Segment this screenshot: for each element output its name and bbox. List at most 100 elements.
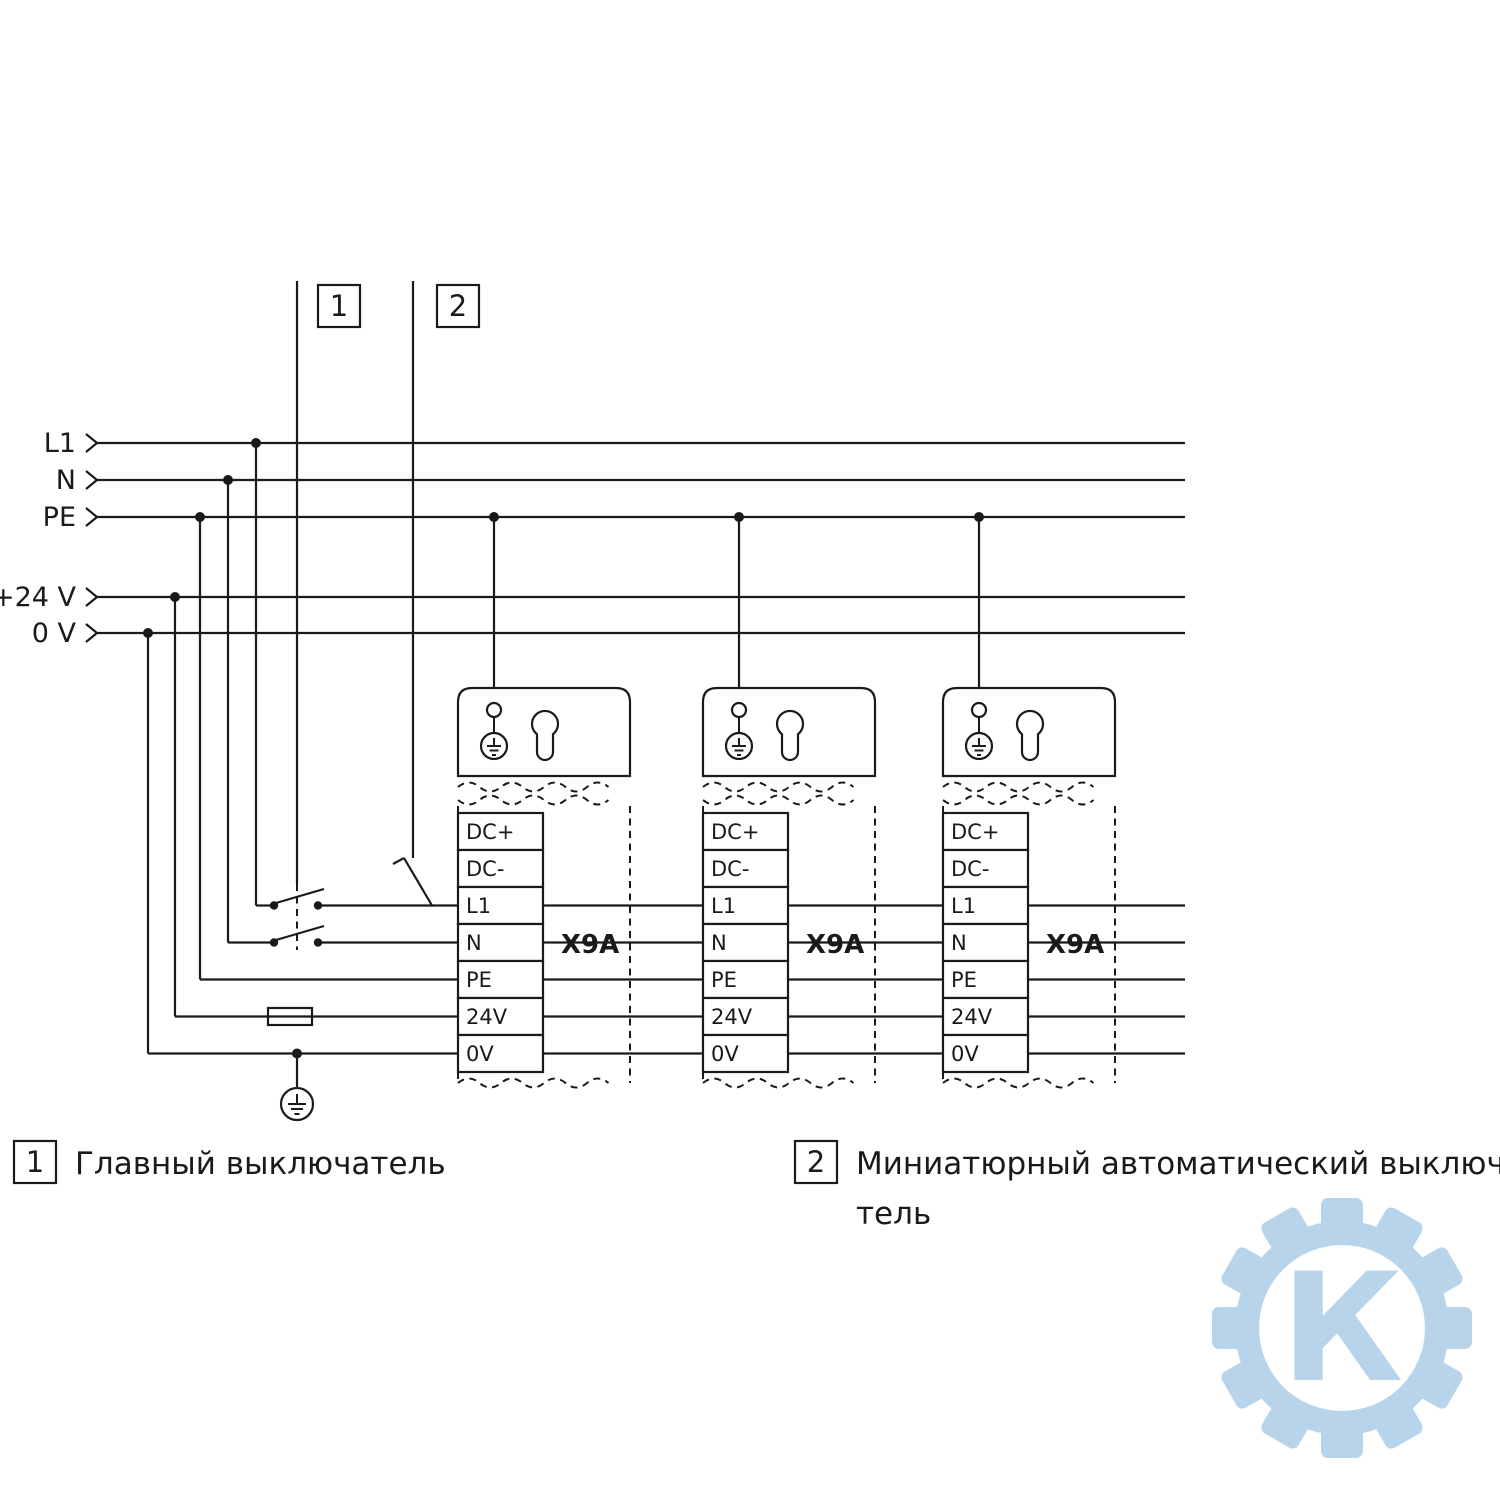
keyhole-mount (775, 709, 805, 762)
watermark-letter: К (1281, 1242, 1404, 1416)
terminal-cell (941, 959, 1030, 1000)
bus-label-0v: 0 V (32, 618, 77, 649)
terminal-cell (941, 885, 1030, 926)
power-supply-unit-1: DC+ DC- L1 N PE 24V 0V X9A (456, 512, 632, 1089)
terminal-label: DC+ (951, 820, 999, 844)
callout-2-number: 2 (449, 289, 467, 323)
terminal-cell (701, 1033, 790, 1074)
zerov-feed (143, 628, 458, 1122)
legend-1-text: Главный выключатель (75, 1146, 446, 1182)
terminal-cell (456, 1033, 545, 1074)
break-wavy-line (942, 1077, 1095, 1089)
terminal-cell (701, 848, 790, 889)
terminal-label: N (711, 931, 727, 955)
callouts: 1 2 (295, 281, 481, 884)
break-wavy-line (457, 1077, 610, 1089)
break-wavy-line (457, 794, 610, 806)
plus24v-feed (170, 592, 458, 1027)
legend-2-number: 2 (807, 1145, 825, 1179)
connector-label: X9A (1046, 930, 1104, 960)
pe-terminal-circle (970, 701, 988, 719)
earth-symbol (279, 1086, 315, 1122)
bus-label-n: N (56, 465, 76, 496)
connector-label: X9A (561, 930, 619, 960)
legend-2-box (793, 1139, 839, 1185)
terminal-label: PE (711, 968, 737, 992)
legend-2-text-line1: Миниатюрный автоматический выключа- (856, 1146, 1500, 1182)
break-wavy-line (702, 794, 855, 806)
callout-2-box (435, 283, 481, 329)
break-wavy-line (702, 1077, 855, 1089)
distribution-wires (543, 904, 1185, 1055)
callout-1-box (316, 283, 362, 329)
bus-label-24v: +24 V (0, 582, 77, 613)
breaker-latch-tick (392, 857, 405, 865)
connector-label: X9A (806, 930, 864, 960)
terminal-cell (941, 1033, 1030, 1074)
break-wavy-line (942, 781, 1095, 793)
n-feed (223, 475, 458, 947)
callout-1-number: 1 (330, 289, 348, 323)
keyhole-mount (1015, 709, 1045, 762)
terminal-label: 24V (951, 1005, 993, 1029)
legend-1-number: 1 (26, 1145, 44, 1179)
bus-line-pe: PE (43, 502, 1185, 533)
connector-chevron (85, 623, 99, 643)
bus-line-n: N (56, 465, 1185, 496)
terminal-label: PE (951, 968, 977, 992)
break-wavy-line (942, 794, 1095, 806)
terminal-block: DC+ DC- L1 N PE 24V 0V (456, 811, 545, 1074)
terminal-label: DC- (711, 857, 749, 881)
earth-symbol (724, 731, 754, 761)
legend-1-box (12, 1139, 58, 1185)
legend: 1 Главный выключатель 2 Миниатюрный авто… (12, 1139, 1500, 1232)
connector-chevron (85, 433, 99, 453)
terminal-cell (456, 996, 545, 1037)
power-supply-unit-3: DC+ DC- L1 N PE 24V 0V X9A (941, 512, 1117, 1089)
terminal-block: DC+ DC- L1 N PE 24V 0V (941, 811, 1030, 1074)
break-wavy-line (457, 781, 610, 793)
terminal-cell (456, 811, 545, 852)
legend-item-1: 1 Главный выключатель (12, 1139, 446, 1185)
terminal-label: N (951, 931, 967, 955)
legend-item-2: 2 Миниатюрный автоматический выключа- те… (793, 1139, 1500, 1232)
bus-label-pe: PE (43, 502, 76, 533)
l1-feed (251, 438, 458, 910)
terminal-label: L1 (466, 894, 491, 918)
switch-contact-dot (269, 938, 279, 947)
feed-wires (143, 438, 458, 1122)
terminal-label: L1 (711, 894, 736, 918)
terminal-label: 0V (711, 1042, 739, 1066)
bus-line-l1: L1 (44, 428, 1185, 459)
pe-terminal-circle (730, 701, 748, 719)
legend-2-text-line2: тель (856, 1196, 931, 1232)
terminal-label: PE (466, 968, 492, 992)
terminal-label: DC- (951, 857, 989, 881)
terminal-label: 0V (466, 1042, 494, 1066)
power-supply-unit-2: DC+ DC- L1 N PE 24V 0V X9A (701, 512, 877, 1089)
terminal-label: 24V (466, 1005, 508, 1029)
terminal-label: 0V (951, 1042, 979, 1066)
terminal-label: DC- (466, 857, 504, 881)
pe-feed (195, 512, 458, 981)
connector-chevron (85, 587, 99, 607)
bus-label-l1: L1 (44, 428, 76, 459)
terminal-label: L1 (951, 894, 976, 918)
terminal-cell (701, 811, 790, 852)
watermark-gear-ring (1235, 1221, 1449, 1435)
keyhole-mount (530, 709, 560, 762)
terminal-cell (456, 922, 545, 963)
terminal-block: DC+ DC- L1 N PE 24V 0V (701, 811, 790, 1074)
break-wavy-line (702, 781, 855, 793)
switch-contact-dot (269, 901, 279, 910)
terminal-cell (456, 848, 545, 889)
connector-chevron (85, 507, 99, 527)
pe-terminal-circle (485, 701, 503, 719)
circuit-breaker-symbol (392, 857, 433, 907)
bus-line-0v: 0 V (32, 618, 1185, 649)
connector-chevron (85, 470, 99, 490)
terminal-cell (941, 996, 1030, 1037)
bus-line-24v: +24 V (0, 582, 1185, 613)
